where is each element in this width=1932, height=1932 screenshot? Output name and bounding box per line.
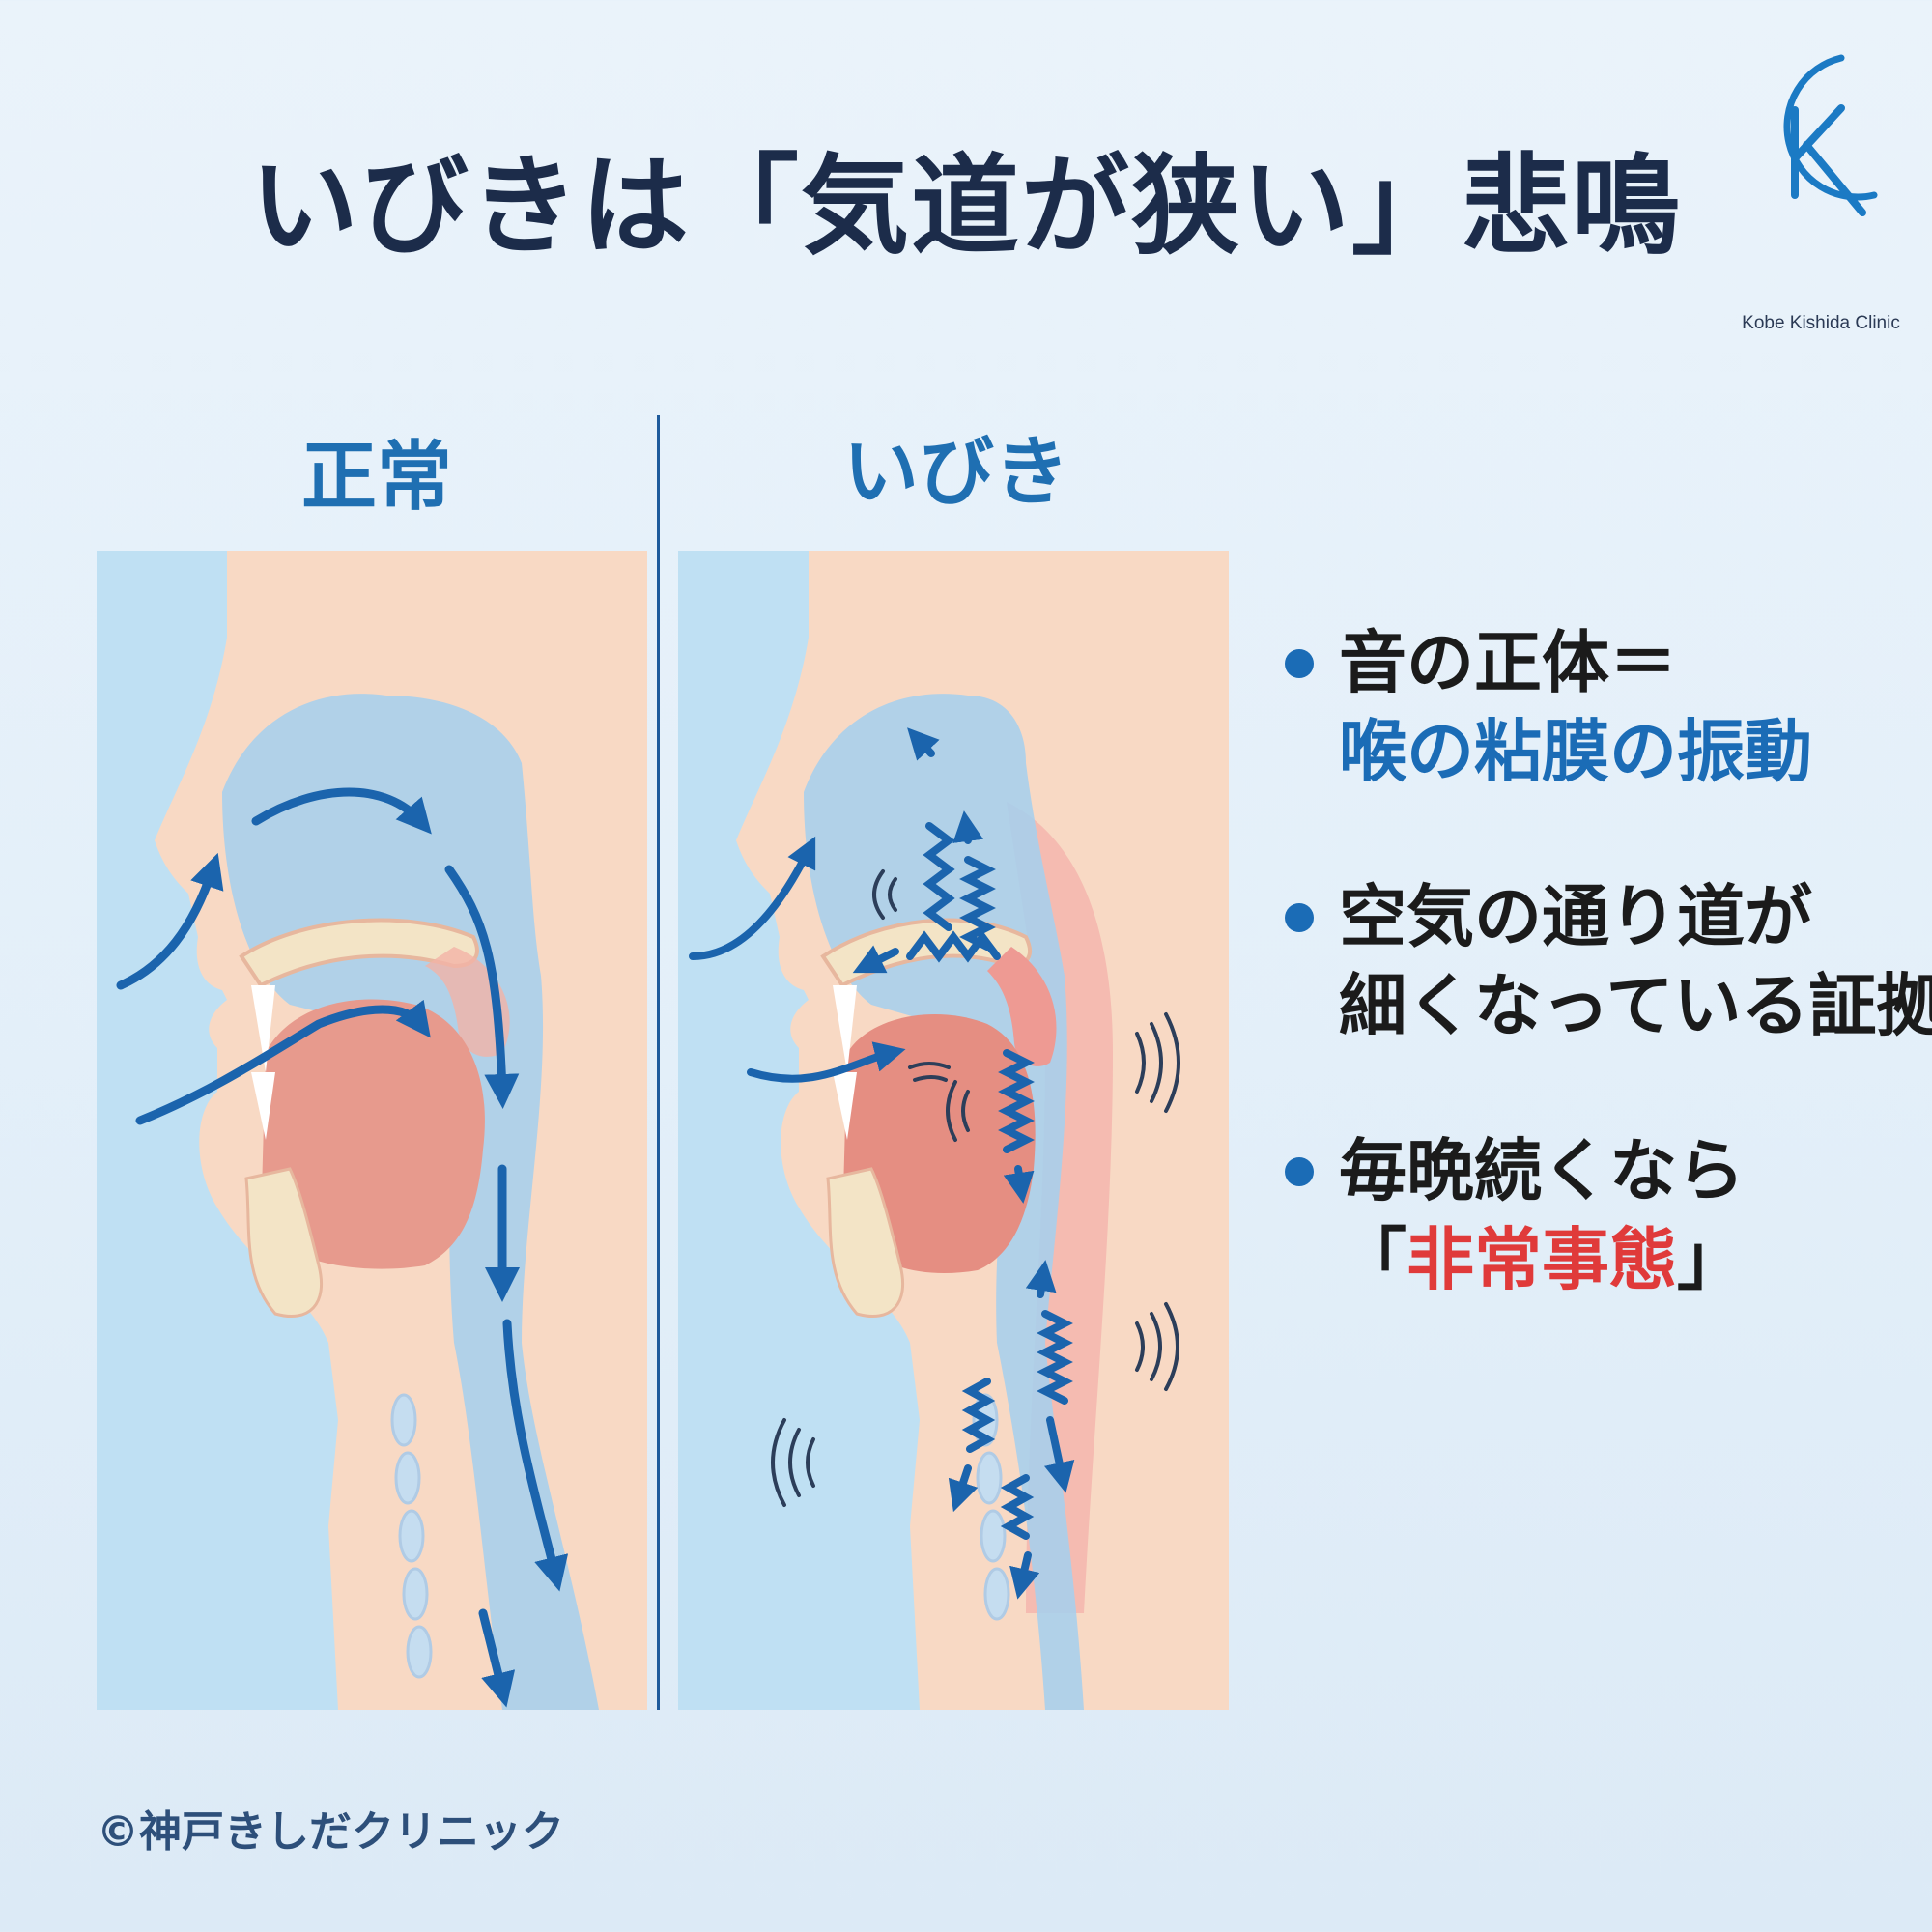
panel-divider bbox=[657, 415, 660, 1710]
tongue bbox=[261, 999, 485, 1269]
key-point-line: 毎晩続くなら bbox=[1339, 1130, 1745, 1210]
key-points-list: 音の正体＝ 喉の粘膜の振動 空気の通り道が 細くなっている証拠 毎晩続くなら 「… bbox=[1285, 618, 1932, 1379]
emergency-text: 非常事態 bbox=[1406, 1219, 1677, 1299]
bullet-dot-icon bbox=[1285, 1156, 1314, 1186]
tongue bbox=[842, 1014, 1036, 1273]
teeth bbox=[251, 985, 275, 1140]
bullet-dot-icon bbox=[1285, 902, 1314, 932]
key-point-line: 「非常事態」 bbox=[1339, 1215, 1903, 1304]
jaw-bone bbox=[826, 1167, 905, 1319]
clinic-logo-icon bbox=[1783, 54, 1878, 216]
bullet-dot-icon bbox=[1285, 649, 1314, 678]
key-point-line: 細くなっている証拠 bbox=[1339, 966, 1932, 1046]
normal-label: 正常 bbox=[300, 434, 452, 521]
key-point-line-highlight: 喉の粘膜の振動 bbox=[1339, 712, 1812, 792]
key-point: 音の正体＝ 喉の粘膜の振動 bbox=[1285, 618, 1903, 797]
trachea-rings bbox=[972, 1393, 1010, 1621]
turbulent-airflow-arrows bbox=[689, 727, 1075, 1600]
page-title: いびきは「気道が狭い」悲鳴 bbox=[250, 144, 1682, 270]
normal-airway-illustration bbox=[97, 551, 647, 1710]
snoring-label: いびき bbox=[842, 429, 1069, 516]
trachea-rings bbox=[390, 1393, 433, 1679]
copyright-notice: ©神戸きしだクリニック bbox=[97, 1807, 564, 1857]
bracket-open: 「 bbox=[1339, 1219, 1406, 1299]
jaw-bone bbox=[244, 1167, 324, 1319]
vibration-waves-icon bbox=[771, 869, 1180, 1507]
teeth bbox=[833, 985, 857, 1140]
key-point: 毎晩続くなら 「非常事態」 bbox=[1285, 1126, 1903, 1305]
snoring-airway-illustration bbox=[678, 551, 1229, 1710]
clinic-logo-text: Kobe Kishida Clinic bbox=[1742, 313, 1900, 333]
key-point-line: 音の正体＝ bbox=[1339, 623, 1677, 702]
key-point-line: 空気の通り道が bbox=[1339, 876, 1812, 956]
key-point: 空気の通り道が 細くなっている証拠 bbox=[1285, 872, 1932, 1051]
airflow-arrows bbox=[116, 787, 569, 1708]
bracket-close: 」 bbox=[1677, 1219, 1745, 1299]
